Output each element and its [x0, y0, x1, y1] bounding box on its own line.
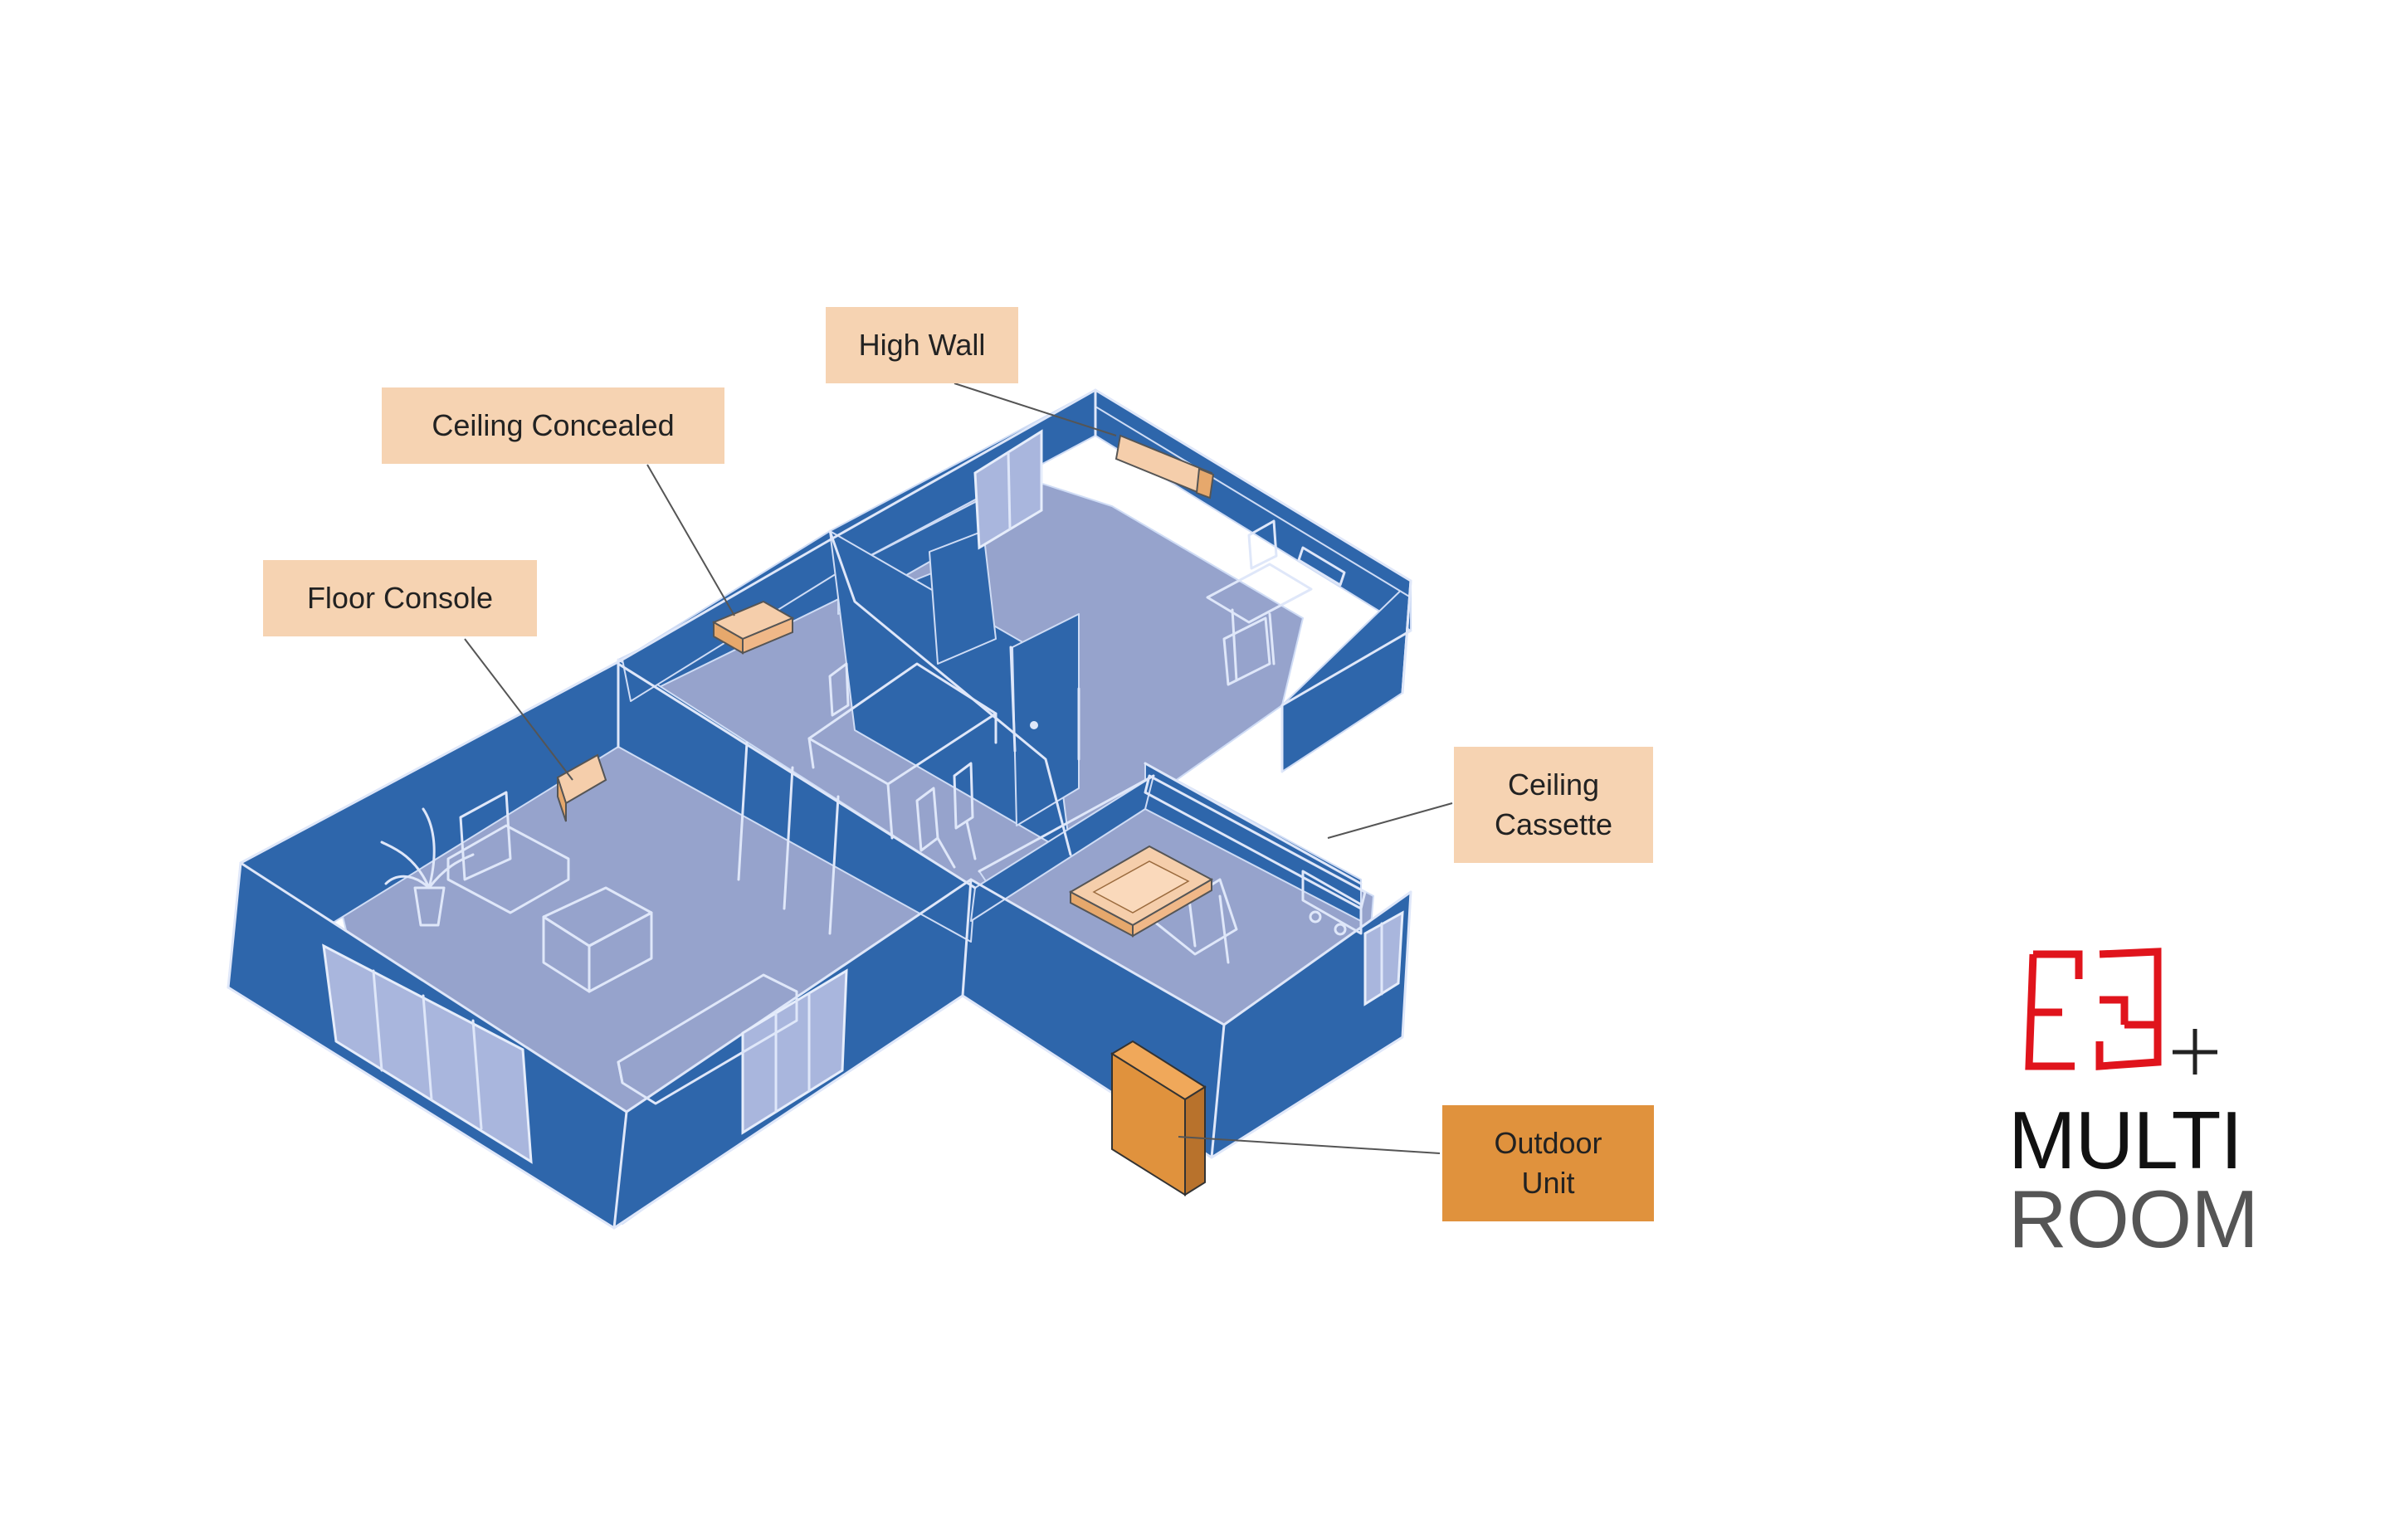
ceiling-cassette-label: Ceiling Cassette: [1494, 768, 1613, 841]
high-wall-box: [826, 307, 1018, 383]
floor-console-unit: [556, 753, 607, 822]
callout-boxes: [263, 307, 1654, 1221]
ceiling-cassette-box: [1454, 747, 1653, 863]
furniture: [380, 519, 1367, 1105]
high-wall-unit: [1115, 434, 1215, 500]
logo-multi-text: MULTI: [2008, 1094, 2243, 1186]
edge-lines: [227, 388, 1412, 1230]
high-wall-label: High Wall: [858, 328, 986, 362]
ceiling-concealed-box: [382, 387, 724, 464]
multiroom-logo-mark: [2025, 948, 2217, 1075]
floor-console-label: Floor Console: [306, 581, 494, 615]
floor-console-box: [263, 560, 537, 636]
outdoor-unit-box: [1442, 1105, 1654, 1221]
logo-room-text: ROOM: [2008, 1173, 2259, 1265]
outdoor-unit-label: Outdoor Unit: [1494, 1126, 1602, 1200]
windows: [322, 429, 1404, 1164]
ceiling-cassette-unit: [1068, 845, 1214, 938]
ceiling-concealed-unit: [711, 600, 795, 655]
outdoor-unit: [1110, 1040, 1207, 1196]
ceiling-concealed-label: Ceiling Concealed: [432, 408, 675, 442]
leader-lines: [464, 383, 1453, 1154]
